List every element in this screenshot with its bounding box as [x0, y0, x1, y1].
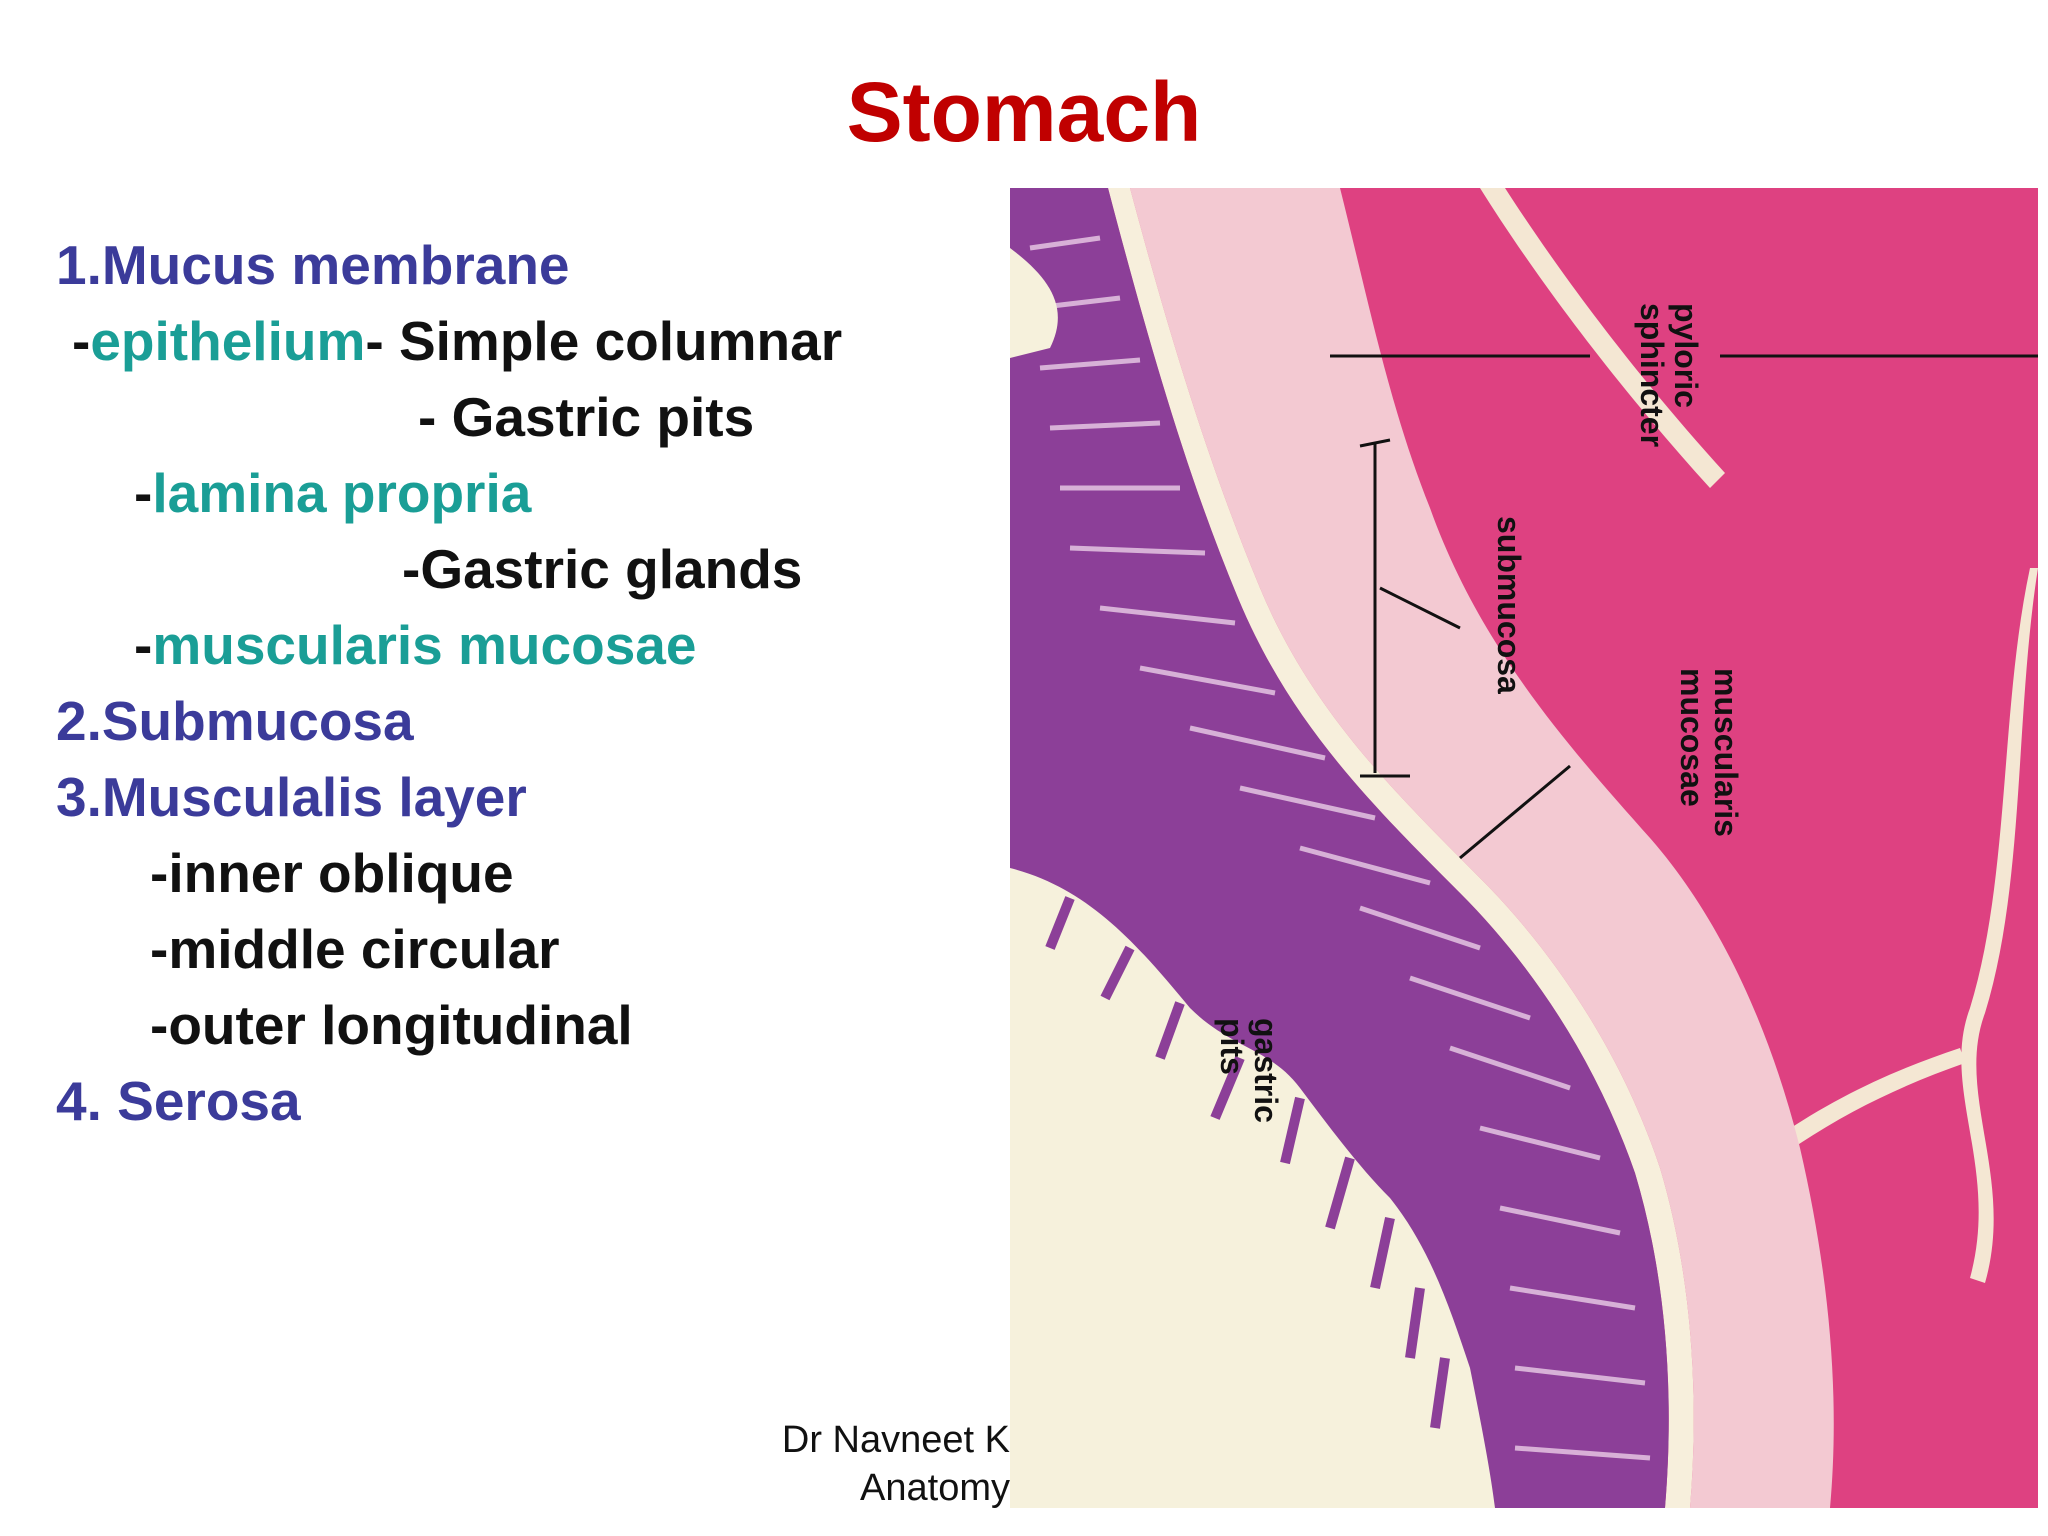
outline-text: lamina propria: [152, 462, 532, 524]
label-gastric-pits: gastric pits: [1214, 1018, 1284, 1123]
footer-department: Anatomy: [860, 1467, 1010, 1509]
gastric-pits: [1045, 896, 1450, 1429]
outline-line: 1.Mucus membrane: [56, 233, 570, 297]
slide-title: Stomach: [846, 65, 1202, 159]
label-mucosae: mucosae: [1674, 668, 1710, 807]
gastric-glands: [1029, 235, 1651, 1461]
label-submucosa: submucosa: [1491, 516, 1527, 694]
outline-text: -inner oblique: [150, 842, 514, 904]
connective-streak: [1961, 568, 2038, 1283]
label-gastric: gastric: [1248, 1018, 1284, 1123]
outline-text: -: [134, 462, 153, 524]
outline-line: -middle circular: [150, 917, 560, 981]
label-submucosa-group: submucosa: [1491, 516, 1527, 694]
outline-line: -muscularis mucosae: [134, 613, 696, 677]
outline-text: 1.Mucus membrane: [56, 234, 570, 296]
outline-line: -Gastric glands: [402, 537, 802, 601]
outline-text: - Gastric pits: [418, 386, 755, 448]
outline-text: -middle circular: [150, 918, 560, 980]
label-pyloric: pyloric: [1668, 303, 1704, 408]
label-pits: pits: [1214, 1018, 1250, 1075]
outline-line: 2.Submucosa: [56, 689, 414, 753]
lumen-fold: [1010, 248, 1058, 358]
outline-line: -inner oblique: [150, 841, 514, 905]
label-sphincter: sphincter: [1634, 303, 1670, 447]
label-muscularis: muscularis: [1708, 668, 1744, 837]
leader-lines: [1330, 354, 2038, 860]
gastric-lumen: [1010, 868, 1495, 1508]
outline-text: - Simple columnar: [365, 310, 843, 372]
outline-text: -: [134, 614, 153, 676]
label-pyloric-sphincter: pyloric sphincter: [1634, 303, 1704, 447]
outline-line: 4. Serosa: [56, 1069, 301, 1133]
outline-line: - Gastric pits: [418, 385, 754, 449]
outline-line: 3.Musculalis layer: [56, 765, 527, 829]
connective-streak: [1480, 188, 1725, 488]
connective-tissue: [1108, 188, 1694, 1508]
footer-author: Dr Navneet K: [781, 1419, 1010, 1461]
label-muscularis-mucosae: muscularis mucosae: [1674, 668, 1744, 837]
outline-text: muscularis mucosae: [152, 614, 697, 676]
outline-text: -outer longitudinal: [150, 994, 633, 1056]
outline-text: -: [72, 310, 91, 372]
outline-text: 3.Musculalis layer: [56, 766, 527, 828]
histology-svg: pyloric sphincter submucosa muscularis m…: [1010, 188, 2038, 1508]
outline-text: 4. Serosa: [56, 1070, 301, 1132]
footer-credit: Dr Navneet K Anatomy: [700, 1416, 1010, 1512]
outline-line: -epithelium- Simple columnar: [72, 309, 842, 373]
outline-text: 2.Submucosa: [56, 690, 414, 752]
outline-line: -outer longitudinal: [150, 993, 633, 1057]
histology-figure: pyloric sphincter submucosa muscularis m…: [1010, 188, 2038, 1508]
outline-text: -Gastric glands: [402, 538, 803, 600]
outline-line: -lamina propria: [134, 461, 531, 525]
outline-text: epithelium: [90, 310, 366, 372]
connective-streak: [1700, 1048, 1965, 1213]
submucosa-band: [1010, 188, 1834, 1508]
